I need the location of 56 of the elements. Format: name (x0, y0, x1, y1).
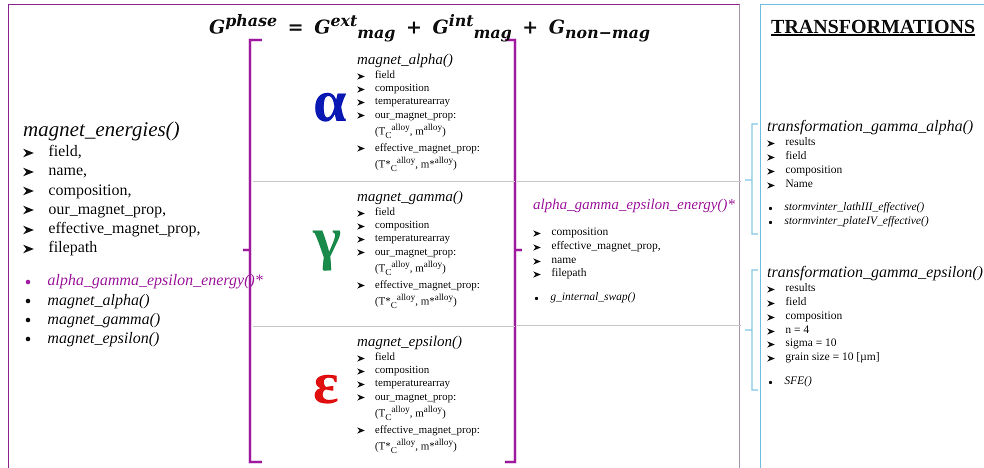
list-item: effective_magnet_prop, (48, 218, 200, 238)
function-name: magnet_alpha() (357, 51, 453, 69)
function-name: transformation_gamma_epsilon() (767, 263, 983, 282)
function-panel (517, 181, 741, 326)
list-item: composition (785, 310, 842, 324)
list-item: grain size = 10 [µm] (785, 351, 880, 365)
list-item: effective_magnet_prop: (T*$_{C}$$^{alloy}$, m*$^{alloy}$) (374, 278, 481, 312)
list-item: field (374, 351, 396, 364)
list-item: Name (785, 178, 813, 192)
list-item: our_magnet_prop: (T$_{C}$$^{alloy}$, m$^{alloy}$) (374, 246, 458, 279)
function-name: magnet_energies() (23, 117, 180, 142)
function-name: stormvinter_plateIV_effective() (784, 215, 929, 229)
function-name: magnet_epsilon() (47, 328, 160, 348)
list-item: composition (785, 164, 842, 178)
function-name: stormvinter_lathIII_effective() (784, 201, 924, 216)
function-name: transformation_gamma_alpha() (767, 117, 974, 136)
list-item: temperaturearray (374, 377, 450, 391)
list-item: effective_magnet_prop: (T*$_{C}$$^{alloy}$, m*$^{alloy}$) (374, 424, 481, 457)
list-item: temperaturearray (374, 95, 450, 109)
list-item: field (374, 69, 396, 82)
phase-symbol: α (313, 71, 346, 131)
list-item: composition (374, 364, 430, 378)
section-title: TRANSFORMATIONS (771, 15, 976, 39)
function-name: magnet_gamma() (357, 188, 463, 206)
list-item: effective_magnet_prop, (551, 240, 661, 254)
function-name: alpha_gamma_epsilon_energy()* (533, 196, 735, 214)
list-item: filepath (48, 238, 98, 258)
panel-frame (760, 4, 984, 468)
list-item: field (785, 150, 806, 164)
list-item: effective_magnet_prop: (T*$_{C}$$^{alloy}$, m*$^{alloy}$) (374, 142, 481, 175)
list-item: name, (48, 161, 88, 181)
list-item: composition (374, 82, 430, 96)
function-name: SFE() (784, 374, 812, 389)
list-item: composition (551, 226, 608, 240)
list-item: field (374, 206, 396, 220)
list-item: our_magnet_prop: (T$_{C}$$^{alloy}$, m$^{alloy}$) (374, 108, 458, 142)
equation: G$^{phase}$ = G$^{ext}$$_{mag}$ + G$^{int}$$_{mag}$ + G$_{non−mag}$ (209, 11, 650, 42)
list-item: field (785, 296, 806, 310)
function-name: magnet_epsilon() (357, 333, 462, 351)
list-item: filepath (551, 267, 586, 282)
list-item: composition (374, 219, 430, 232)
list-item: temperaturearray (374, 232, 450, 246)
list-item: our_magnet_prop, (48, 200, 166, 219)
phase-symbol: ε (313, 353, 339, 413)
list-item: results (785, 282, 816, 296)
list-item: sigma = 10 (785, 337, 837, 352)
list-item: composition, (48, 180, 132, 200)
list-item: name (551, 254, 576, 268)
list-item: n = 4 (785, 324, 810, 338)
list-item: results (785, 136, 816, 150)
list-item: our_magnet_prop: (T$_{C}$$^{alloy}$, m$^{alloy}$) (374, 390, 458, 424)
function-name: magnet_alpha() (47, 290, 150, 310)
function-name: g_internal_swap() (550, 291, 636, 305)
function-name: magnet_gamma() (47, 310, 160, 329)
panel-frame (8, 4, 740, 468)
list-item: field, (48, 142, 82, 162)
